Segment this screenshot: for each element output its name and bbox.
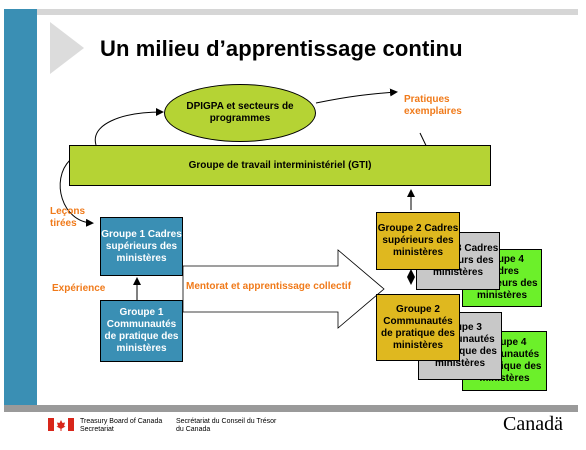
groupe2-cadres-node: Groupe 2 Cadres supérieurs des ministère… xyxy=(376,212,460,270)
groupe2-communautes-label: Groupe 2 Communautés de pratique des min… xyxy=(381,303,455,351)
mentorat-label: Mentorat et apprentissage collectif xyxy=(186,281,352,292)
chevron-decoration xyxy=(50,22,84,74)
slide-title: Un milieu d’apprentissage continu xyxy=(100,36,463,61)
groupe2-communautes-node: Groupe 2 Communautés de pratique des min… xyxy=(376,294,460,361)
groupe1-communautes-node: Groupe 1 Communautés de pratique des min… xyxy=(100,300,183,362)
footer-french: Secrétariat du Conseil du Trésor du Cana… xyxy=(176,418,277,433)
groupe2-cadres-label: Groupe 2 Cadres supérieurs des ministère… xyxy=(377,223,459,258)
gti-node: Groupe de travail interministériel (GTI) xyxy=(69,145,491,186)
groupe4-communautes-label: Groupe 4 Communautés de pratique des min… xyxy=(467,337,542,384)
groupe1-cadres-node: Groupe 1 Cadres supérieurs des ministère… xyxy=(100,217,183,276)
groupe1-cadres-label: Groupe 1 Cadres supérieurs des ministère… xyxy=(101,228,182,264)
canada-flag-icon xyxy=(48,418,74,431)
lecons-tirees-label: Leçons tirées xyxy=(50,206,86,229)
groupe4-cadres-label: Groupe 4 Cadres supérieurs des ministère… xyxy=(466,254,538,301)
top-divider xyxy=(37,9,578,15)
groupe1-communautes-label: Groupe 1 Communautés de pratique des min… xyxy=(104,307,179,354)
bottom-divider xyxy=(4,405,578,412)
gti-label: Groupe de travail interministériel (GTI) xyxy=(188,159,372,171)
dpigpa-node: DPIGPA et secteurs de programmes xyxy=(164,84,316,142)
canada-wordmark: Canadä xyxy=(503,413,563,435)
experience-label: Expérience xyxy=(52,283,106,294)
pratiques-exemplaires-label: Pratiques exemplaires xyxy=(404,94,462,117)
dpigpa-label: DPIGPA et secteurs de programmes xyxy=(186,101,294,124)
left-accent-bar xyxy=(4,9,37,405)
footer-english: Treasury Board of Canada Secretariat xyxy=(80,418,163,433)
